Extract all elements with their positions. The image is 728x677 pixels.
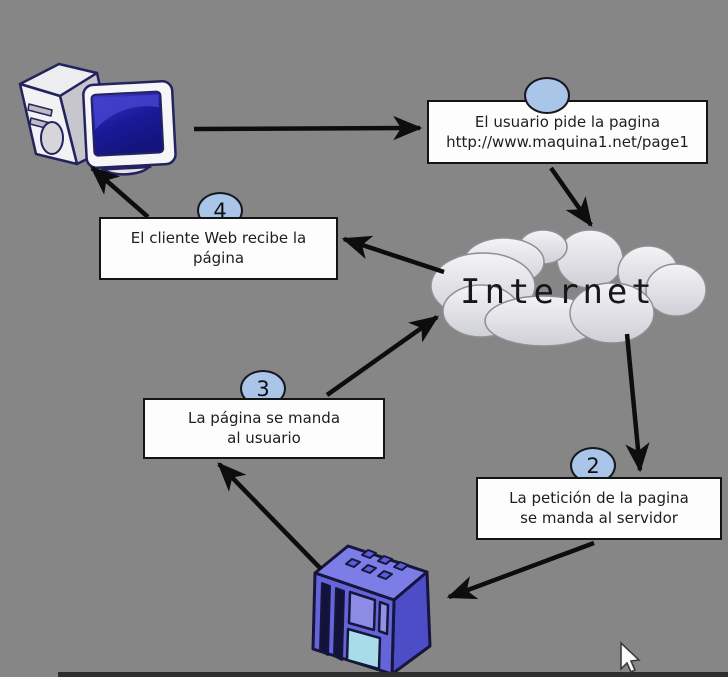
step-4-box: El cliente Web recibe la página bbox=[99, 217, 338, 280]
client-computer-icon bbox=[18, 62, 177, 176]
arrow-step3-to-internet bbox=[325, 315, 439, 397]
arrow-internet-to-step2 bbox=[624, 333, 650, 473]
step-4-text-line2: página bbox=[192, 249, 245, 267]
arrow-server-to-step3 bbox=[217, 462, 323, 571]
arrow-step1-to-internet bbox=[549, 166, 593, 227]
step-2-number: 2 bbox=[586, 453, 600, 478]
step-2-box: La petición de la pagina se manda al ser… bbox=[476, 477, 722, 540]
internet-label: Internet bbox=[460, 272, 656, 312]
step-2-text-line1: La petición de la pagina bbox=[509, 489, 689, 507]
step-1-text-line1: El usuario pide la pagina bbox=[474, 112, 661, 131]
step-3-box: La página se manda al usuario bbox=[143, 398, 385, 459]
step-4-number: 4 bbox=[213, 198, 227, 223]
flow-arrows bbox=[90, 115, 650, 600]
mouse-cursor bbox=[620, 641, 641, 674]
computer-monitor-icon bbox=[82, 80, 177, 176]
bottom-edge-strip bbox=[58, 672, 728, 677]
arrow-step4-to-computer bbox=[90, 166, 150, 219]
step-2-text-line2: se manda al servidor bbox=[520, 509, 678, 527]
step-1-text-line2: http://www.maquina1.net/page1 bbox=[446, 132, 689, 151]
step-3-number: 3 bbox=[256, 376, 270, 401]
server-top-ports bbox=[345, 549, 409, 580]
internet-cloud-icon bbox=[430, 229, 707, 347]
step-3-text-line2: al usuario bbox=[227, 429, 301, 447]
step-4-text-line1: El cliente Web recibe la bbox=[130, 229, 307, 247]
arrow-computer-to-step1 bbox=[193, 115, 423, 141]
arrow-step2-to-server bbox=[446, 540, 595, 600]
step-1-badge bbox=[524, 77, 570, 114]
step-3-text-line1: La página se manda bbox=[187, 409, 341, 427]
arrow-internet-to-step4 bbox=[341, 235, 445, 275]
server-icon bbox=[311, 544, 432, 676]
step-1-box: El usuario pide la pagina http://www.maq… bbox=[427, 100, 708, 164]
